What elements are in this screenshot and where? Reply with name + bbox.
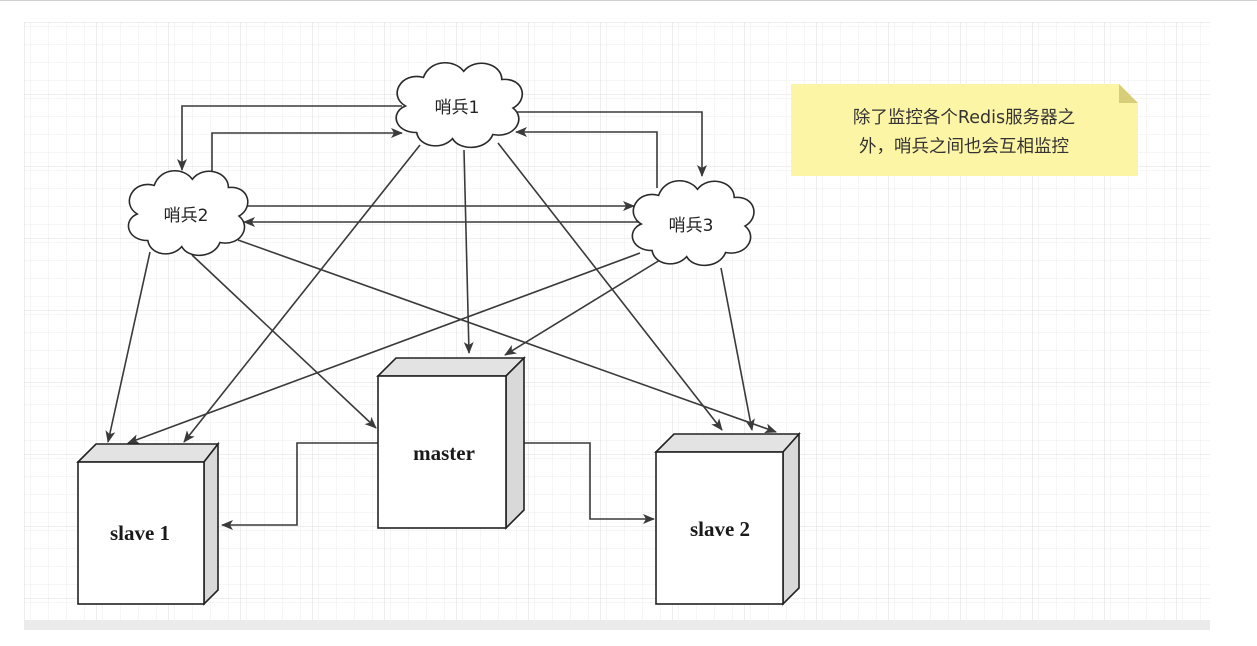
sentinel2-cloud <box>127 170 249 257</box>
edge-s2-to-master <box>191 254 377 429</box>
edge-master-to-slave1 <box>221 442 378 530</box>
canvas-bottom-scrollbar[interactable] <box>24 620 1210 630</box>
edge-s2-to-slave2 <box>237 239 777 434</box>
note-fold <box>1119 84 1138 103</box>
sentinel3-label: 哨兵3 <box>669 216 714 236</box>
sentinel3-cloud <box>631 180 755 267</box>
slave1-label: slave 1 <box>110 521 170 545</box>
edge-s3-to-slave2 <box>720 267 755 431</box>
sentinel2-label: 哨兵2 <box>164 206 209 226</box>
master-label: master <box>413 441 475 465</box>
edge-s3-to-slave1 <box>127 252 641 444</box>
edges <box>105 105 777 530</box>
edge-s1-to-master <box>463 149 474 354</box>
top-border <box>0 0 1257 1</box>
sticky-note: 除了监控各个Redis服务器之 外，哨兵之间也会互相监控 <box>791 84 1138 176</box>
note-body <box>791 84 1138 176</box>
edge-s1-to-s3 <box>514 111 707 177</box>
sentinel1-cloud <box>395 62 524 149</box>
edge-s1-to-slave1 <box>183 144 421 443</box>
sentinel1-label: 哨兵1 <box>435 98 480 118</box>
note-line-2: 外，哨兵之间也会互相监控 <box>859 137 1069 157</box>
slave2-box: slave 2 <box>654 431 801 606</box>
edge-s1-to-s2 <box>177 105 402 171</box>
slave1-box: slave 1 <box>76 441 220 606</box>
edge-s3-to-master <box>504 259 661 356</box>
edge-master-to-slave2 <box>513 442 655 524</box>
edge-s1-to-slave2 <box>497 142 723 431</box>
master-box: master <box>376 356 526 530</box>
edge-s2-to-s1 <box>211 128 403 172</box>
slave2-label: slave 2 <box>690 517 750 541</box>
edge-s2-to-slave1 <box>105 251 151 443</box>
note-line-1: 除了监控各个Redis服务器之 <box>853 108 1075 128</box>
edge-s3-to-s1 <box>515 127 658 188</box>
